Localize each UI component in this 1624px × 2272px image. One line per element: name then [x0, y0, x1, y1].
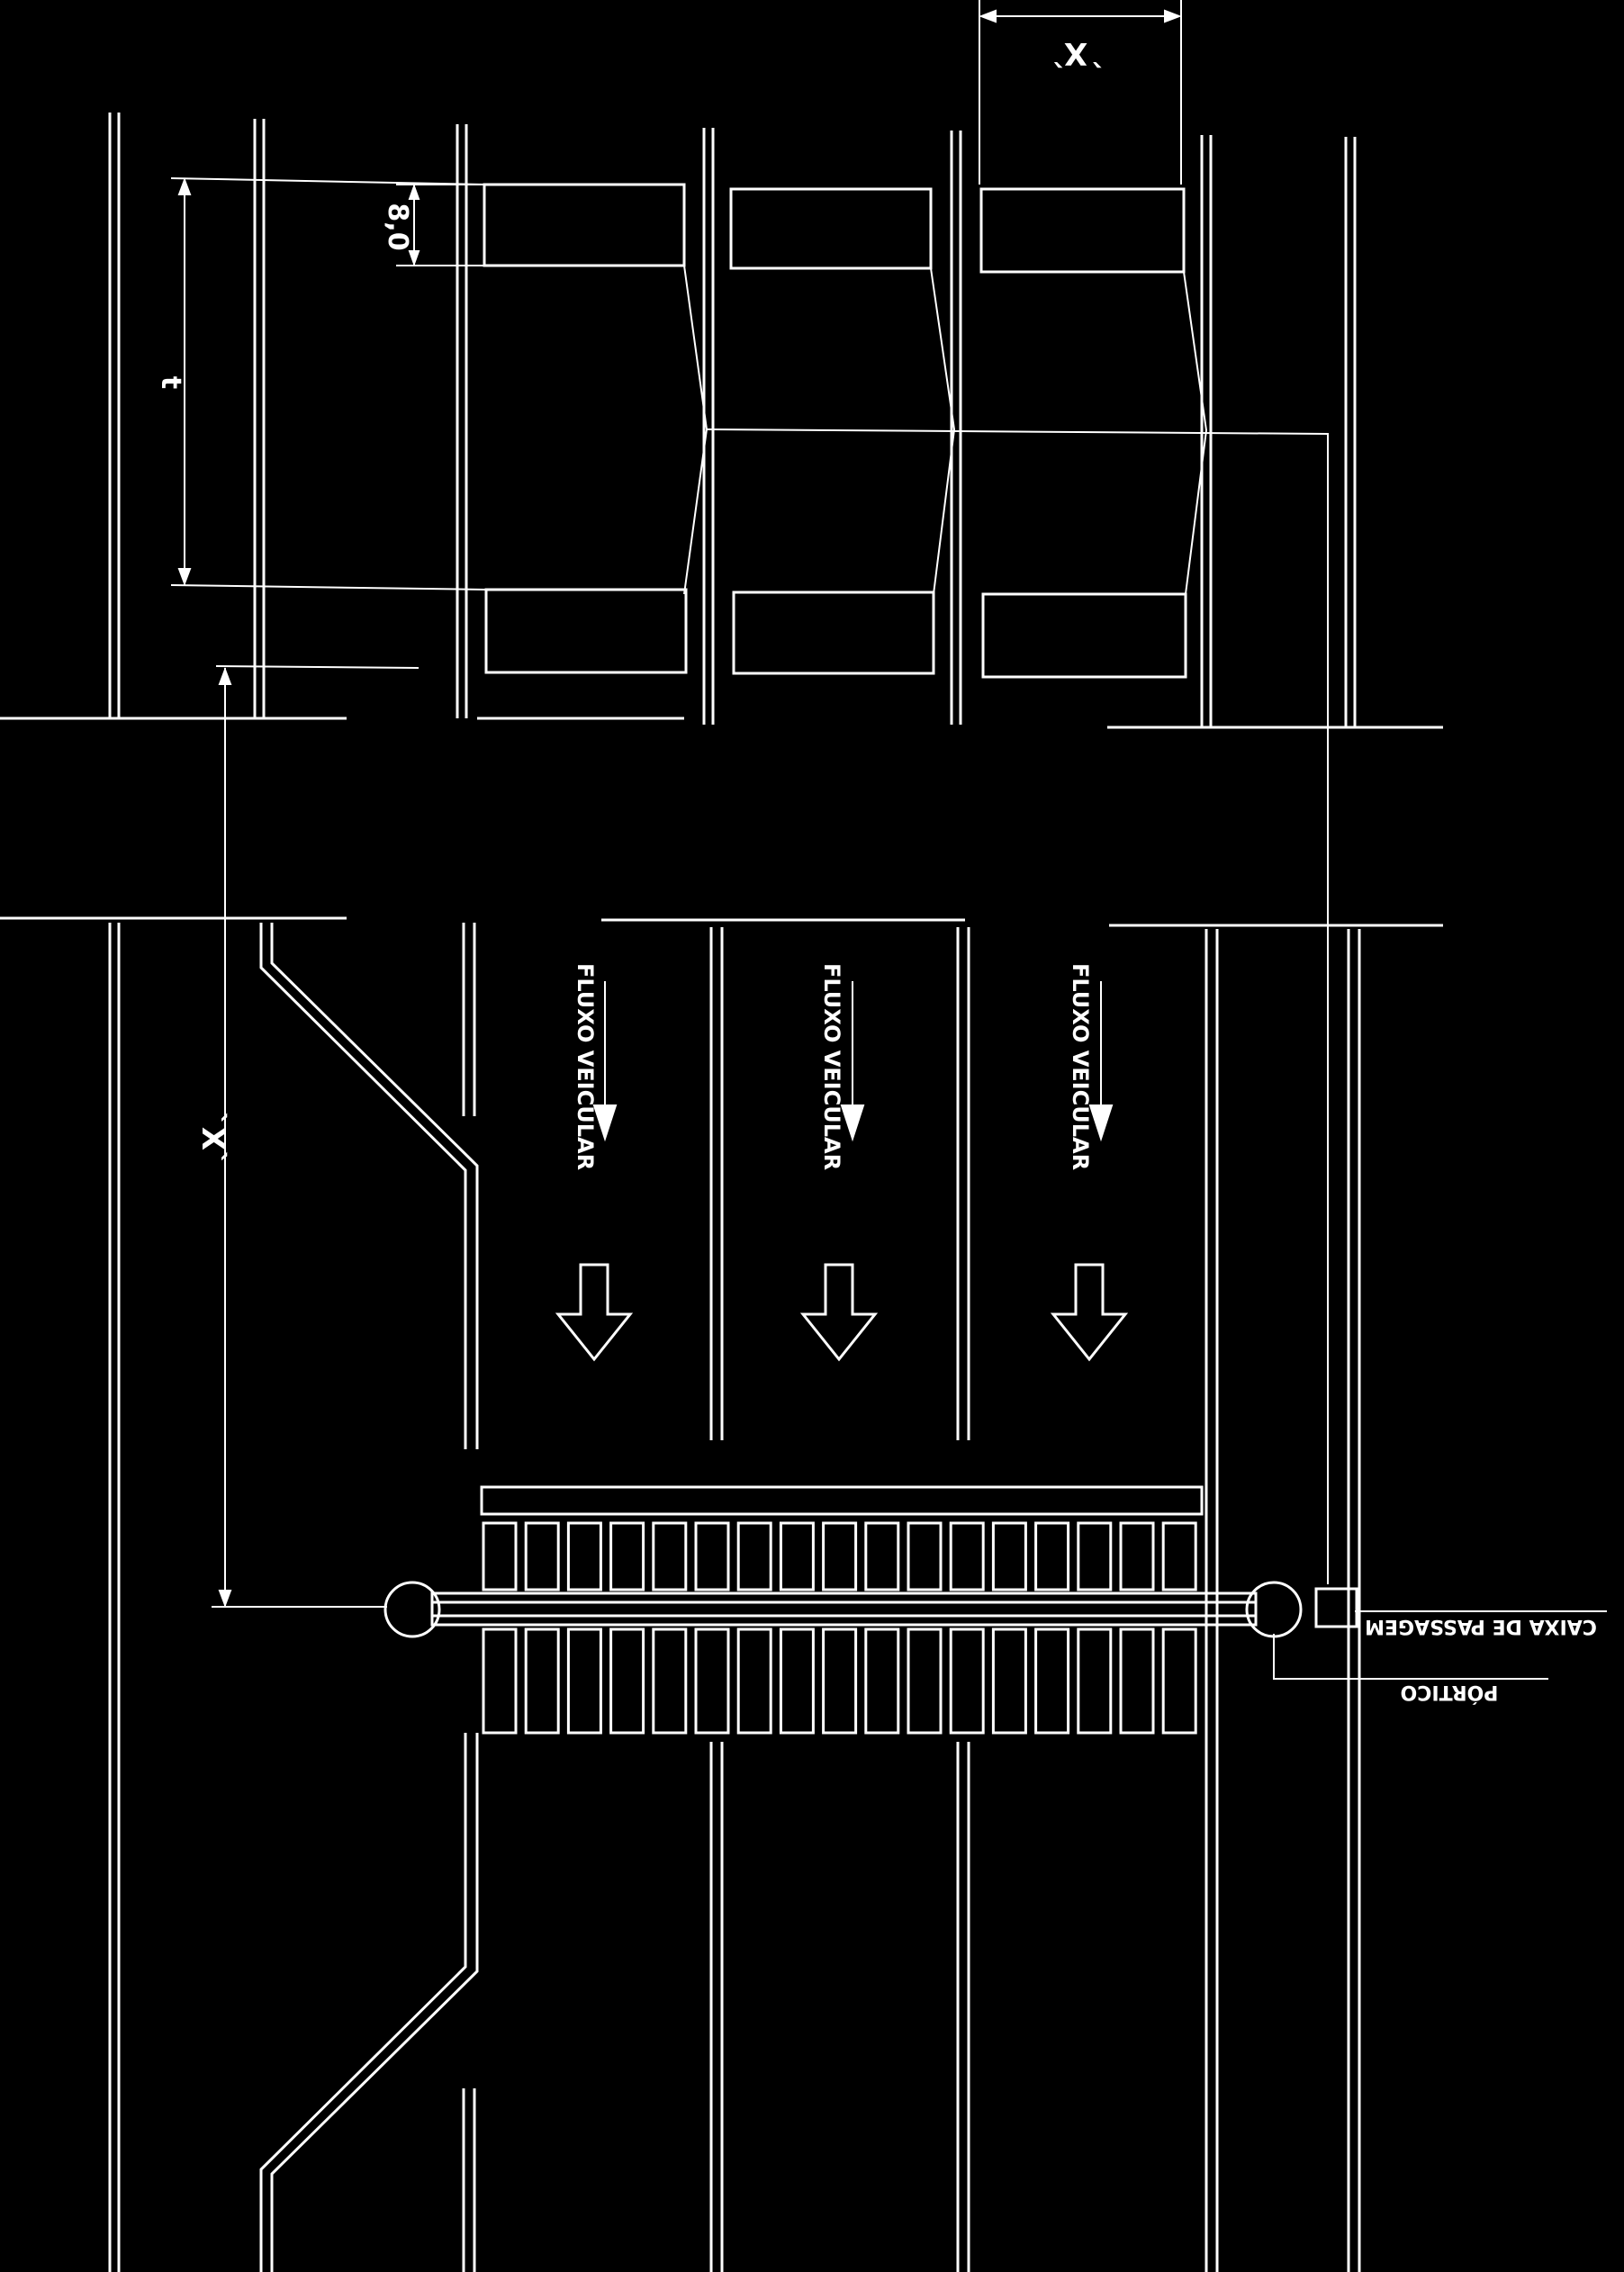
- zebra-stripe: [482, 1521, 518, 1591]
- zebra-stripe: [991, 1521, 1027, 1591]
- zebra-stripe: [609, 1627, 645, 1735]
- zebra-stripe: [991, 1627, 1027, 1735]
- stop-line-bar: [480, 1485, 1204, 1516]
- portico-label: PÓRTICO: [1401, 1681, 1499, 1704]
- zebra-stripe: [779, 1521, 815, 1591]
- top-section-lines: [108, 113, 1357, 727]
- zebra-stripe: [779, 1627, 815, 1735]
- zebra-stripe: [907, 1627, 943, 1735]
- portico-gantry: [383, 1581, 1303, 1638]
- lower-section-lines: [108, 923, 1361, 2272]
- flow-line-arrows: [592, 981, 1114, 1142]
- caixa-label: CAIXA DE PASSAGEM: [1365, 1615, 1597, 1637]
- zebra-stripe: [482, 1627, 518, 1735]
- zebra-stripe: [566, 1627, 602, 1735]
- dim-8-0-label: 8,0: [382, 203, 413, 250]
- caixa-de-passagem-box: [1314, 1587, 1358, 1628]
- cross-road-edges: [0, 717, 1443, 927]
- zebra-stripe: [949, 1627, 985, 1735]
- dimension-lines: [170, 0, 1182, 1608]
- zebra-crosswalk: [482, 1521, 1197, 1735]
- zebra-stripe: [907, 1521, 943, 1591]
- zebra-stripe: [736, 1521, 772, 1591]
- conduit-lines: [683, 265, 1329, 1584]
- zebra-stripe: [736, 1627, 772, 1735]
- flow-label-2: FLUXO VEICULAR: [819, 963, 844, 1170]
- zebra-stripe: [1161, 1521, 1197, 1591]
- flow-labels: FLUXO VEICULAR FLUXO VEICULAR FLUXO VEIC…: [573, 963, 1093, 1170]
- hollow-arrow-1: [555, 1263, 634, 1362]
- zebra-stripe: [1077, 1521, 1113, 1591]
- zebra-stripe: [1034, 1521, 1070, 1591]
- flow-label-1: FLUXO VEICULAR: [573, 963, 598, 1170]
- zebra-stripe: [694, 1627, 730, 1735]
- zebra-stripe: [822, 1627, 858, 1735]
- dim-x-top-label: `X`: [1049, 35, 1103, 71]
- zebra-stripe: [652, 1521, 688, 1591]
- dim-t-label: t: [155, 376, 186, 389]
- zebra-stripe: [864, 1627, 900, 1735]
- gantry-post-left: [383, 1581, 441, 1638]
- zebra-stripe: [1161, 1627, 1197, 1735]
- zebra-stripe: [652, 1627, 688, 1735]
- zebra-stripe: [1119, 1521, 1155, 1591]
- hollow-arrow-2: [799, 1263, 879, 1362]
- flow-arrow-head-3: [1088, 1104, 1114, 1142]
- zebra-stripe: [949, 1521, 985, 1591]
- top-signal-boxes: [483, 183, 1187, 679]
- flow-arrow-head-1: [592, 1104, 618, 1142]
- zebra-stripe: [694, 1521, 730, 1591]
- flow-label-3: FLUXO VEICULAR: [1068, 963, 1093, 1170]
- zebra-stripe: [609, 1521, 645, 1591]
- flow-arrow-head-2: [840, 1104, 865, 1142]
- zebra-stripe: [524, 1627, 560, 1735]
- zebra-stripe: [864, 1521, 900, 1591]
- zebra-stripe: [822, 1521, 858, 1591]
- hollow-arrows: [555, 1263, 1129, 1362]
- zebra-stripe: [566, 1521, 602, 1591]
- zebra-stripe: [1034, 1627, 1070, 1735]
- zebra-stripe: [1077, 1627, 1113, 1735]
- zebra-stripe: [1119, 1627, 1155, 1735]
- zebra-stripe: [524, 1521, 560, 1591]
- dim-x-left-label: `X`: [194, 1112, 230, 1166]
- hollow-arrow-3: [1050, 1263, 1129, 1362]
